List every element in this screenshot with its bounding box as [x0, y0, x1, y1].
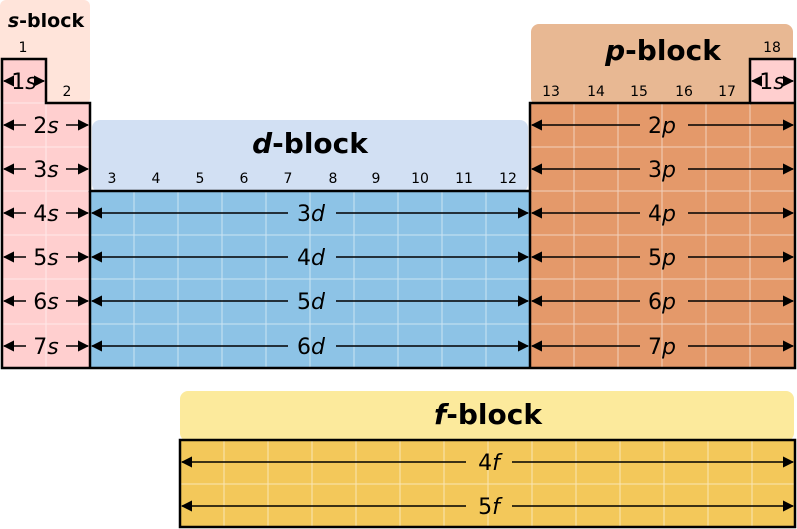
orbital-label-5s: 5s: [33, 246, 58, 271]
orbital-label-1s-right: 1s: [759, 70, 784, 95]
orbital-label-4p: 4p: [648, 202, 676, 227]
group-number-16: 16: [675, 84, 693, 100]
orbital-label-4s: 4s: [33, 202, 58, 227]
orbital-label-1s-left: 1s: [11, 70, 36, 95]
d-block-header: [92, 120, 528, 192]
group-number-2: 2: [63, 84, 72, 100]
group-number-6: 6: [240, 171, 249, 187]
d-block-title: d-block: [252, 127, 369, 160]
orbital-label-2s: 2s: [33, 114, 58, 139]
p-block-title: p-block: [604, 34, 722, 67]
group-number-9: 9: [372, 171, 381, 187]
group-number-1: 1: [19, 40, 28, 56]
main-table-outline: [0, 57, 797, 370]
orbital-label-6p: 6p: [648, 290, 676, 315]
group-number-11: 11: [455, 171, 473, 187]
orbital-label-7s: 7s: [33, 335, 58, 360]
orbital-label-5p: 5p: [648, 246, 676, 271]
group-number-8: 8: [329, 171, 338, 187]
orbital-label-5f: 5f: [478, 495, 503, 520]
orbital-label-4f: 4f: [478, 451, 503, 476]
orbital-label-3p: 3p: [648, 158, 676, 183]
f-block-title: f-block: [434, 398, 543, 431]
orbital-label-6d: 6d: [297, 335, 326, 360]
group-number-3: 3: [108, 171, 117, 187]
orbital-labels: 1s 2s 3s 4s 5s 6s 7s 1s 3d 4d 5d 6d 2p 3…: [11, 70, 784, 520]
orbital-label-5d: 5d: [297, 290, 326, 315]
group-number-12: 12: [499, 171, 517, 187]
group-number-15: 15: [630, 84, 648, 100]
orbital-label-3s: 3s: [33, 158, 58, 183]
orbital-label-3d: 3d: [297, 202, 326, 227]
orbital-label-6s: 6s: [33, 290, 58, 315]
orbital-label-7p: 7p: [648, 335, 676, 360]
p-block-header: [531, 24, 793, 106]
s-block-title: s-block: [8, 10, 85, 32]
group-number-14: 14: [587, 84, 605, 100]
orbital-label-2p: 2p: [648, 114, 676, 139]
group-number-10: 10: [411, 171, 429, 187]
group-number-17: 17: [718, 84, 736, 100]
cell-grid: [2, 59, 795, 527]
orbital-label-4d: 4d: [297, 246, 326, 271]
f-block-header: [180, 391, 794, 441]
group-number-4: 4: [152, 171, 161, 187]
orbital-arrows: [2, 75, 795, 512]
group-number-7: 7: [284, 171, 293, 187]
group-numbers: 1 2 3 4 5 6 7 8 9 10 11 12 13 14 15 16 1…: [19, 40, 781, 187]
group-number-5: 5: [196, 171, 205, 187]
group-number-18: 18: [763, 40, 781, 56]
f-table-outline: [178, 438, 797, 529]
group-number-13: 13: [542, 84, 560, 100]
